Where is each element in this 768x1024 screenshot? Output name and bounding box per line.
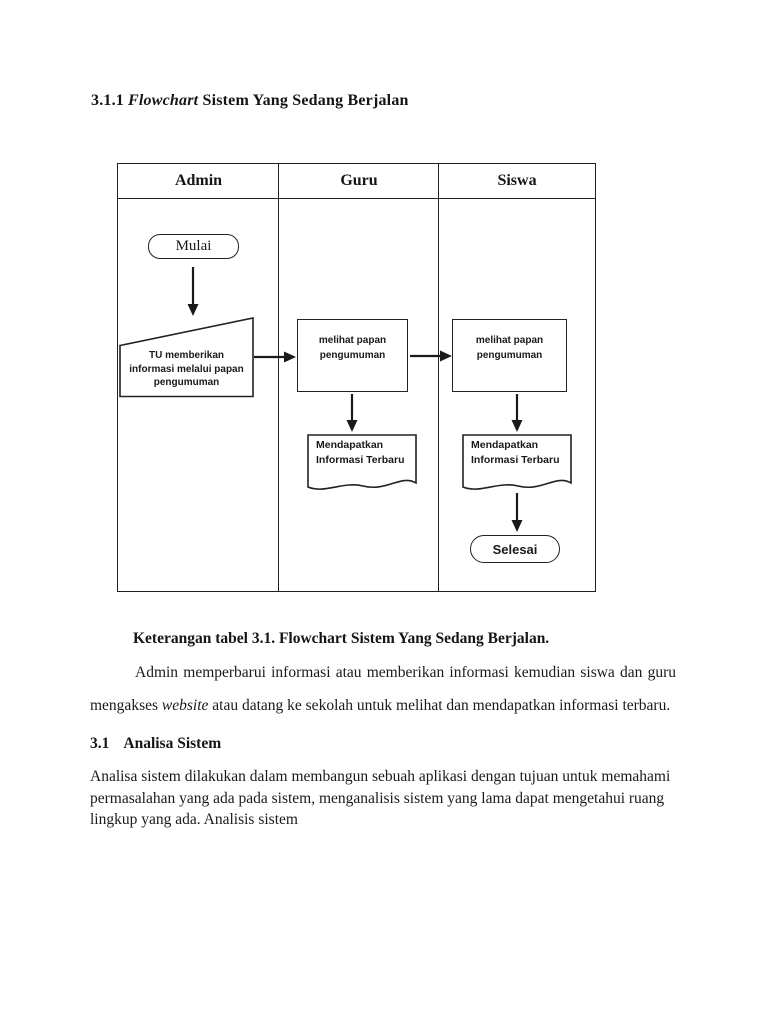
table-header-row: Admin Guru Siswa [118, 164, 595, 199]
paragraph-2: Analisa sistem dilakukan dalam membangun… [90, 766, 686, 831]
document-node-guru-label: Mendapatkan Informasi Terbaru [316, 439, 405, 466]
column-divider-1 [277, 164, 279, 591]
table-header-admin: Admin [174, 172, 223, 189]
start-node-label: Mulai [175, 238, 212, 254]
paragraph-2-line-2: permasalahan yang ada pada sistem, menga… [90, 789, 665, 807]
paragraph-2-line-1: Analisa sistem dilakukan dalam membangun… [90, 768, 671, 785]
table-caption: Keterangan tabel 3.1. Flowchart Sistem Y… [133, 630, 550, 647]
heading-number: 3.1 [90, 735, 110, 752]
arrow-guru-to-siswa [410, 350, 452, 362]
heading-text: Analisa Sistem [123, 735, 222, 752]
document-node-guru [307, 434, 417, 490]
arrow-guru-to-document [346, 394, 358, 432]
start-node: Mulai [148, 234, 239, 259]
section-title-italic: Flowchart [128, 92, 199, 109]
section-title-rest: Sistem Yang Sedang Berjalan [202, 92, 409, 109]
document-node-siswa [462, 434, 572, 490]
process-node-siswa: melihat papan pengumuman [452, 319, 567, 392]
paragraph-1-line-2: mengakses website atau datang ke sekolah… [90, 697, 671, 714]
table-header-guru: Guru [340, 172, 378, 189]
manual-input-node-label: TU memberikan informasi melalui papan pe… [129, 350, 244, 388]
arrow-start-to-manual-input [187, 267, 199, 316]
section-number: 3.1.1 [91, 92, 124, 109]
end-node: Selesai [470, 535, 560, 563]
arrow-tu-to-guru [254, 351, 296, 363]
paragraph-2-line-3: lingkup yang ada. Analisis sistem [90, 811, 298, 828]
arrow-document-to-end [511, 493, 523, 532]
manual-input-node-tu [119, 317, 254, 398]
flowchart-table: Admin Guru Siswa [117, 163, 596, 592]
column-divider-2 [437, 164, 439, 591]
end-node-label: Selesai [492, 541, 538, 557]
document-node-siswa-label: Mendapatkan Informasi Terbaru [471, 439, 560, 466]
paragraph-1-line-1: Admin memperbarui informasi atau memberi… [135, 664, 676, 681]
heading-analisa-sistem: 3.1 Analisa Sistem [90, 735, 221, 753]
italic-word-website: website [161, 697, 209, 714]
table-header-siswa: Siswa [497, 172, 537, 189]
arrow-siswa-to-document [511, 394, 523, 432]
process-node-guru: melihat papan pengumuman [297, 319, 408, 392]
